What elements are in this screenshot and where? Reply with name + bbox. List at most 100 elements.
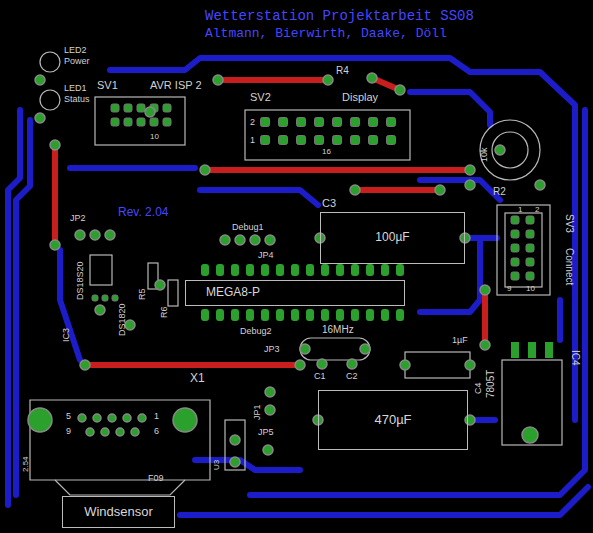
board-rect	[137, 118, 145, 126]
board-circle	[78, 414, 86, 422]
board-circle	[90, 230, 100, 240]
silkscreen-label: R5	[138, 288, 147, 300]
silkscreen-label: Debug1	[232, 223, 264, 232]
component-body: MEGA8-P	[185, 280, 405, 306]
board-rect	[336, 264, 344, 276]
board-rect	[124, 118, 132, 126]
board-circle	[465, 360, 475, 370]
silkscreen-label: JP4	[258, 251, 274, 260]
silkscreen-label: IC3	[62, 328, 71, 342]
board-circle	[300, 344, 310, 354]
silkscreen-label: Display	[342, 92, 378, 103]
board-circle	[395, 85, 405, 95]
board-circle	[35, 113, 45, 123]
board-circle	[35, 75, 45, 85]
component-body: 100µF	[320, 212, 465, 264]
silkscreen-label: SV3	[564, 214, 574, 233]
board-circle	[28, 408, 52, 432]
board-circle	[108, 414, 116, 422]
board-rect	[351, 309, 359, 321]
node-text: Windsensor	[84, 505, 153, 519]
silkscreen-label: 9	[507, 285, 511, 293]
copper-traces	[8, 58, 588, 515]
board-rect	[261, 118, 270, 127]
board-circle	[40, 90, 60, 110]
silkscreen-label: X1	[190, 372, 205, 384]
board-circle	[200, 165, 210, 175]
board-circle	[495, 145, 505, 155]
board-rect	[511, 230, 519, 238]
board-circle	[131, 428, 139, 436]
board-rect	[111, 118, 119, 126]
board-rect	[291, 309, 299, 321]
board-line	[205, 167, 470, 173]
board-rect	[369, 118, 378, 127]
board-rect	[216, 309, 224, 321]
pad-group	[28, 73, 553, 467]
board-path	[55, 480, 185, 495]
board-path	[410, 92, 490, 125]
board-rect	[351, 264, 359, 276]
board-circle	[367, 73, 377, 83]
silkscreen-label: F09	[148, 474, 164, 483]
board-circle	[116, 428, 124, 436]
board-rect	[276, 264, 284, 276]
board-path	[180, 487, 588, 515]
board-rect	[90, 255, 112, 285]
silkscreen-label: 7805T	[486, 370, 496, 398]
board-rect	[321, 264, 329, 276]
silkscreen-label: LED2	[64, 46, 87, 55]
board-rect	[225, 420, 245, 470]
silkscreen-label: 1µF	[452, 336, 468, 345]
board-rect	[291, 264, 299, 276]
board-rect	[505, 213, 542, 287]
silkscreen-label: SV1	[97, 80, 118, 91]
board-rect	[279, 136, 288, 145]
board-circle	[123, 414, 131, 422]
board-rect	[387, 118, 396, 127]
board-circle	[155, 280, 165, 290]
board-circle	[435, 185, 445, 195]
board-rect	[528, 342, 536, 358]
silkscreen-label: 1	[518, 206, 522, 214]
board-circle	[86, 428, 94, 436]
board-circle	[317, 359, 327, 369]
board-circle	[50, 140, 60, 150]
board-path	[16, 120, 30, 495]
silkscreen-label: 10	[526, 285, 535, 293]
silkscreen-label: 2	[250, 118, 255, 127]
node-text: MEGA8-P	[206, 286, 260, 299]
board-rect	[526, 258, 534, 266]
board-rect	[321, 309, 329, 321]
board-rect	[261, 136, 270, 145]
board-circle	[80, 360, 90, 370]
board-rect	[333, 118, 342, 127]
board-circle	[460, 233, 470, 243]
board-rect	[511, 216, 519, 224]
board-circle	[105, 230, 115, 240]
board-rect	[511, 258, 519, 266]
silkscreen-label: 10k	[480, 147, 489, 162]
board-rect	[396, 264, 404, 276]
board-rect	[216, 264, 224, 276]
silkscreen-label: 2.54	[22, 456, 30, 472]
board-rect	[261, 264, 269, 276]
board-circle	[265, 405, 275, 415]
board-circle	[347, 359, 357, 369]
board-rect	[168, 280, 178, 306]
board-rect	[231, 264, 239, 276]
board-rect	[297, 136, 306, 145]
board-rect	[315, 136, 324, 145]
board-circle	[173, 408, 197, 432]
component-outlines	[30, 52, 562, 495]
board-rect	[381, 264, 389, 276]
board-rect	[150, 118, 158, 126]
board-circle	[138, 414, 146, 422]
board-rect	[526, 216, 534, 224]
board-rect	[246, 264, 254, 276]
board-rect	[201, 264, 209, 276]
board-rect	[306, 309, 314, 321]
board-path	[195, 460, 300, 470]
